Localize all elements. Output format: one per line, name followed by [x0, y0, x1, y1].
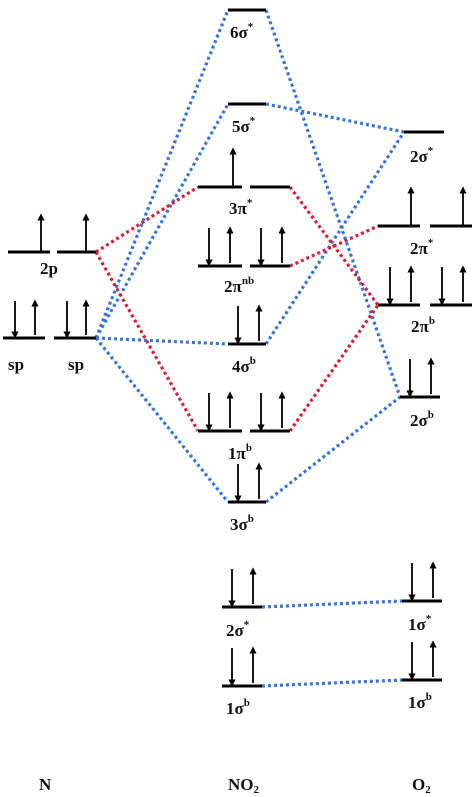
link-1pi-o2-2pi-b [288, 304, 380, 432]
link-sp-6s [94, 9, 230, 339]
link-sp-3s [94, 336, 230, 504]
label-no2-1s: 1σb [226, 697, 250, 718]
label-o2-2pi-star: 2π* [410, 237, 434, 258]
column-titles: N NO2 O2 [39, 775, 431, 796]
link-3s-o2-2s-b [265, 395, 401, 504]
label-o2-2pi-b: 2πb [411, 315, 435, 336]
column-title-no2: NO2 [228, 775, 260, 796]
link-2p-3pi [95, 185, 199, 254]
link-2s-o2-1s-star [261, 599, 403, 609]
label-no2-4s: 4σb [232, 355, 256, 376]
label-o2-2s-star: 2σ* [410, 145, 434, 166]
link-sp-5s [94, 103, 230, 339]
label-no2-5s: 5σ* [232, 115, 256, 136]
label-no2-3s: 3σb [230, 513, 254, 534]
blue-correlation-lines [94, 9, 406, 688]
o2-levels [378, 130, 472, 682]
label-no2-2pi: 2πnb [224, 275, 254, 296]
column-title-n: N [39, 775, 52, 794]
link-6s-o2-1pi [264, 9, 402, 398]
link-2p-1pi [94, 251, 200, 432]
label-o2-1s-b: 1σb [408, 691, 432, 712]
label-o2-2s-b: 2σb [410, 409, 434, 430]
link-2pi-nb-o2-2pi-star [289, 224, 379, 268]
no2-levels [198, 8, 290, 688]
link-5s-o2-2s-star [265, 102, 405, 134]
label-o2-1s-star: 1σ* [408, 613, 432, 634]
label-no2-1pi: 1πb [228, 442, 252, 463]
label-n-sp-a: sp [8, 355, 24, 374]
red-correlation-lines [94, 185, 380, 432]
label-n-2p: 2p [40, 259, 58, 278]
label-no2-2s: 2σ* [226, 619, 250, 640]
column-title-o2: O2 [412, 775, 431, 796]
label-no2-3pi: 3π* [229, 197, 253, 218]
link-1s-o2-1s-b [261, 678, 403, 688]
label-n-sp-b: sp [68, 355, 84, 374]
n-levels [3, 213, 96, 340]
link-4s-o2-2s-star [264, 131, 406, 345]
orbital-labels: 2p sp sp 6σ* 5σ* 3π* 2πnb 4σb 1πb 3σb 2σ… [8, 21, 435, 718]
label-no2-6s: 6σ* [230, 21, 254, 42]
link-sp-4s [95, 336, 229, 346]
